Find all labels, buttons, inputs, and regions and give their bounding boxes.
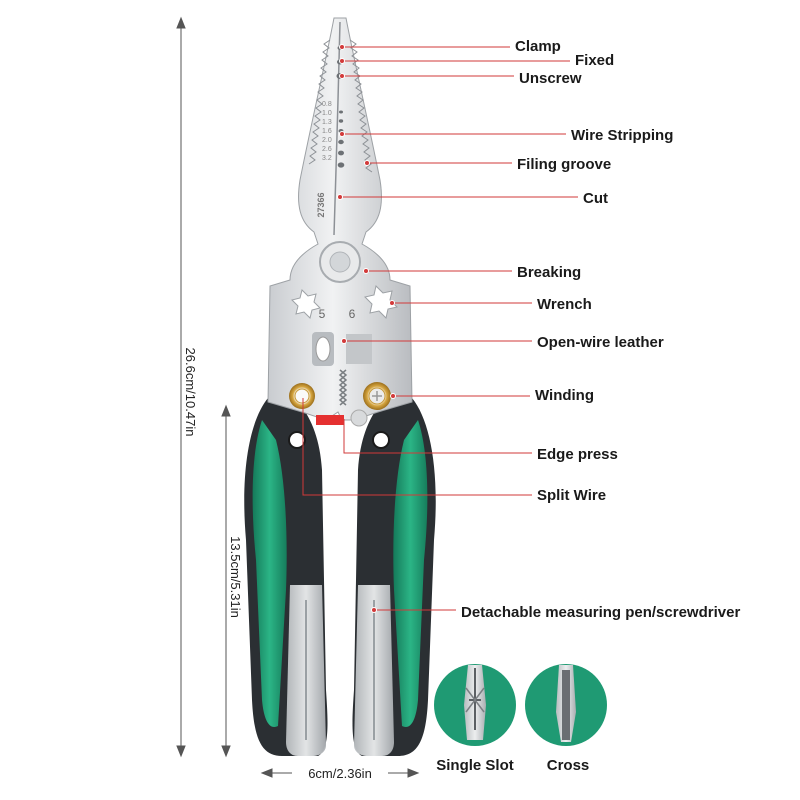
leader-lines: [302, 46, 578, 611]
left-handle-grip: [252, 420, 287, 727]
label-cross: Cross: [547, 757, 590, 774]
right-handle-grip: [393, 420, 428, 727]
model-number: 27366: [316, 192, 326, 217]
leader-dots: [337, 44, 396, 613]
svg-text:3.2: 3.2: [322, 155, 332, 162]
label-split-wire: Split Wire: [537, 487, 606, 504]
label-breaking: Breaking: [517, 264, 581, 281]
width-dimension: [260, 768, 420, 778]
handle-length-dimension: [221, 404, 231, 758]
label-wire-stripping: Wire Stripping: [571, 127, 673, 144]
label-clamp: Clamp: [515, 38, 561, 55]
svg-text:2.0: 2.0: [322, 137, 332, 144]
svg-text:1.3: 1.3: [322, 119, 332, 126]
tip-cross: [525, 664, 607, 746]
total-length-dimension: [176, 16, 186, 758]
label-open-wire-leather: Open-wire leather: [537, 334, 664, 351]
pliers: 0.8 1.0 1.3 1.6 2.0 2.6 3.2 27366 5 6: [244, 17, 436, 756]
total-length-label: 26.6cm/10.47in: [183, 348, 198, 437]
wrench-hole-left: [291, 289, 321, 319]
wrench-hole-right: [364, 285, 398, 319]
red-spring: [316, 415, 344, 425]
svg-text:0.8: 0.8: [322, 101, 332, 108]
label-detachable-pen: Detachable measuring pen/screwdriver: [461, 604, 740, 621]
label-winding: Winding: [535, 387, 594, 404]
width-label: 6cm/2.36in: [308, 766, 372, 781]
label-single-slot: Single Slot: [436, 757, 514, 774]
label-cut: Cut: [583, 190, 608, 207]
label-filing-groove: Filing groove: [517, 156, 611, 173]
feature-labels: Clamp Fixed Unscrew Wire Stripping Filin…: [461, 38, 740, 621]
wrench-size-right: 6: [349, 307, 356, 321]
label-edge-press: Edge press: [537, 446, 618, 463]
handle-length-label: 13.5cm/5.31in: [228, 536, 243, 618]
label-unscrew: Unscrew: [519, 70, 582, 87]
wrench-size-left: 5: [319, 307, 326, 321]
tip-single-slot: [434, 664, 516, 746]
svg-text:1.6: 1.6: [322, 128, 332, 135]
svg-text:2.6: 2.6: [322, 146, 332, 153]
label-wrench: Wrench: [537, 296, 592, 313]
label-fixed: Fixed: [575, 52, 614, 69]
svg-text:1.0: 1.0: [322, 110, 332, 117]
